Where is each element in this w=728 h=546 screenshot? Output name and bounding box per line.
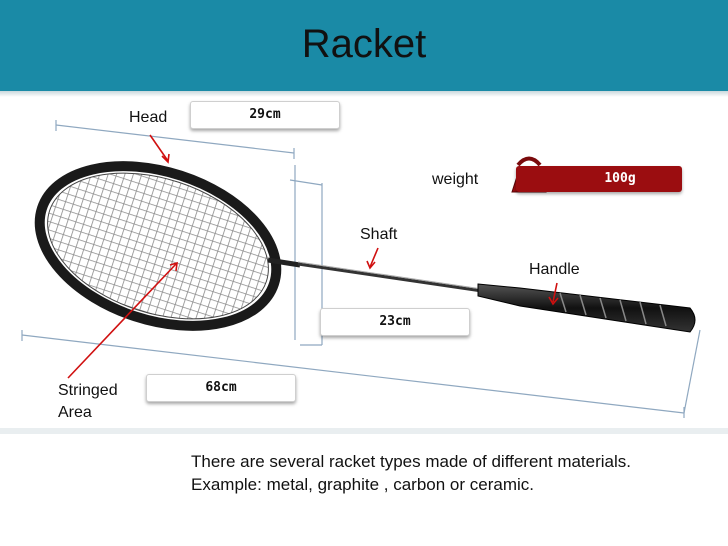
- description: There are several racket types made of d…: [191, 450, 631, 496]
- slide-title: Racket: [301, 22, 427, 66]
- label-area: Area: [58, 404, 92, 421]
- separator: [0, 428, 728, 434]
- label-head: Head: [129, 109, 168, 126]
- weight-value: 100g: [604, 171, 636, 186]
- head-width-box: 29cm: [190, 101, 340, 129]
- shaft-length-box: 23cm: [320, 308, 470, 336]
- description-line-2: Example: metal, graphite , carbon or cer…: [191, 475, 534, 494]
- description-line-1: There are several racket types made of d…: [191, 452, 631, 471]
- header-bar: [0, 0, 728, 91]
- label-weight: weight: [432, 171, 479, 188]
- annotation-arrows: [67, 134, 559, 379]
- label-handle: Handle: [529, 261, 580, 278]
- racket: [34, 161, 696, 333]
- weight-badge: [516, 166, 682, 192]
- header-gradient-band: [0, 91, 728, 97]
- racket-shaft: [297, 262, 483, 293]
- total-length-box: 68cm: [146, 374, 296, 402]
- label-shaft: Shaft: [360, 226, 398, 243]
- label-stringed: Stringed: [58, 382, 118, 399]
- stringed-area: [47, 172, 269, 320]
- racket-handle: [477, 283, 696, 333]
- racket-head-frame: [34, 161, 282, 331]
